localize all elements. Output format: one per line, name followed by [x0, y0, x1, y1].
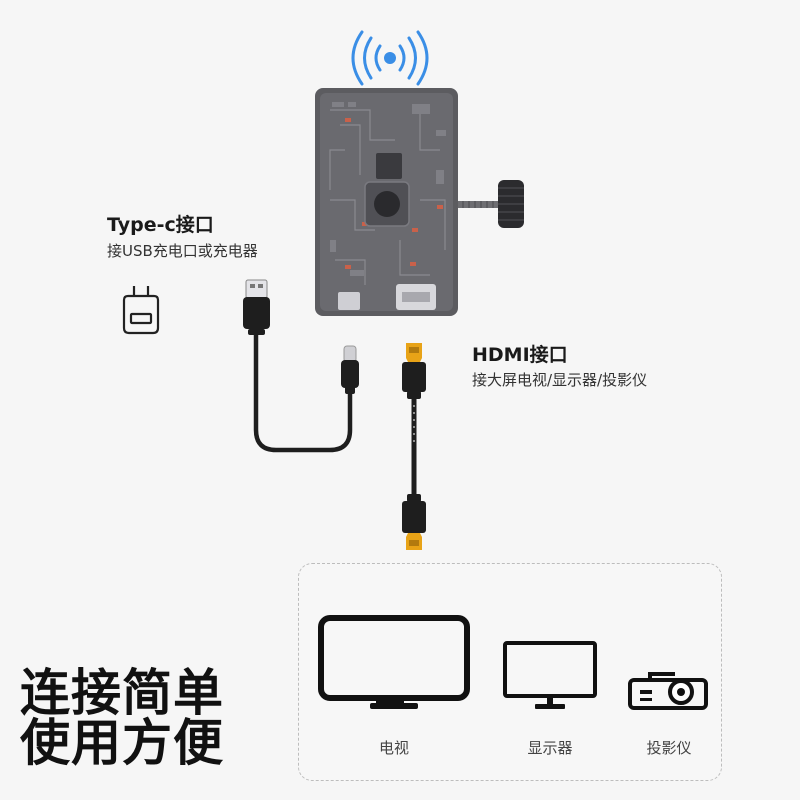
charger-icon — [122, 286, 160, 335]
hdmi-port-description: 接大屏电视/显示器/投影仪 — [472, 371, 648, 389]
usb-typec-cable — [243, 279, 359, 453]
slogan-line-2: 使用方便 — [20, 714, 224, 772]
wireless-hdmi-transmitter — [315, 88, 524, 316]
device-label-tv: 电视 — [378, 739, 410, 757]
wireless-signal-icon — [351, 30, 429, 86]
device-label-monitor: 显示器 — [527, 739, 573, 757]
slogan-line-1: 连接简单 — [20, 664, 224, 722]
typec-port-description: 接USB充电口或充电器 — [107, 242, 258, 260]
hdmi-cable — [402, 343, 426, 550]
hdmi-port-title: HDMI接口 — [472, 344, 568, 366]
typec-port-title: Type-c接口 — [107, 214, 214, 236]
device-label-projector: 投影仪 — [646, 739, 692, 757]
